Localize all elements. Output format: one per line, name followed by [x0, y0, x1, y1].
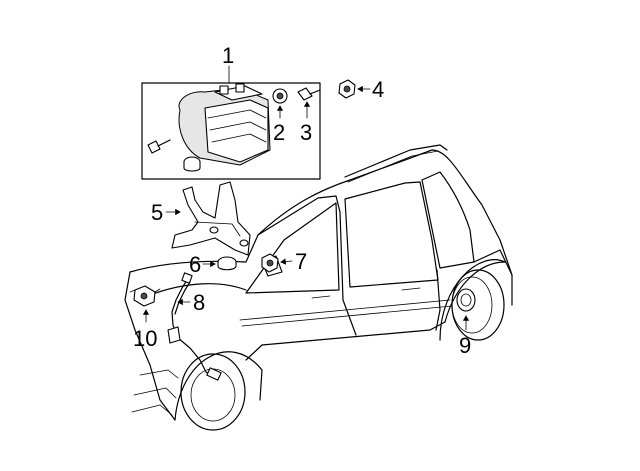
callout-2: 2: [273, 120, 285, 145]
fastener-part-10: [129, 285, 161, 307]
bracket-part-5: [171, 181, 251, 256]
vehicle-outline: [124, 144, 513, 431]
assembly-box: [141, 82, 321, 180]
nut-part-4: [338, 79, 356, 99]
callout-8: 8: [193, 290, 205, 315]
nut-part-7: [261, 253, 279, 273]
grommet-part-6: [217, 256, 237, 271]
callout-10: 10: [133, 326, 157, 351]
callout-6: 6: [189, 252, 201, 277]
callout-1: 1: [222, 43, 234, 68]
callout-7: 7: [295, 249, 307, 274]
abs-modulator-assembly: [141, 82, 321, 180]
speed-sensor-part-8: [167, 272, 222, 381]
callout-labels: 1 2 3 4 5 6 7 8 9 10: [133, 43, 471, 358]
leader-lines: [142, 65, 470, 331]
callout-9: 9: [459, 333, 471, 358]
callout-3: 3: [300, 120, 312, 145]
callout-5: 5: [151, 200, 163, 225]
callout-4: 4: [372, 77, 384, 102]
hub-part-9: [456, 288, 476, 312]
